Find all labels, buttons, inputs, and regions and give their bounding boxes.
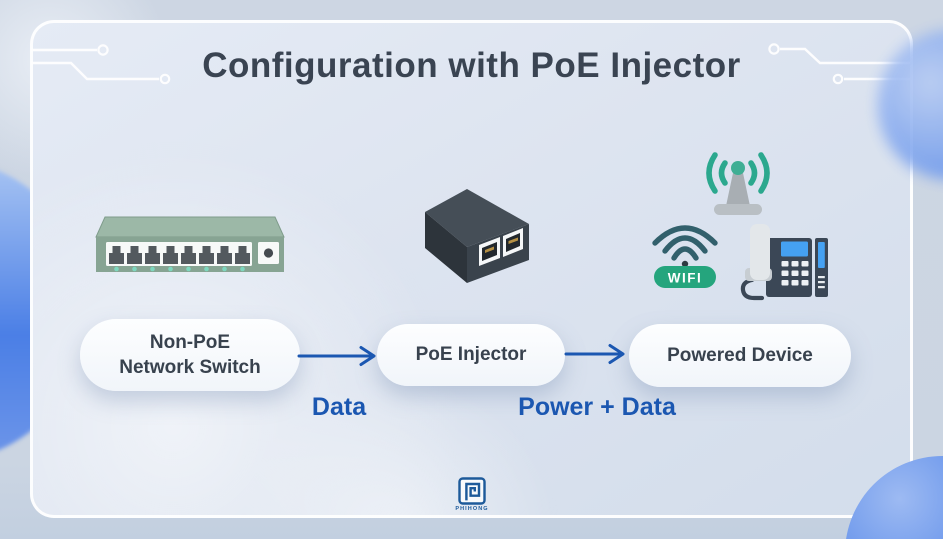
- poe-injector-illustration: [425, 189, 529, 283]
- node-label: PoE Injector: [415, 344, 527, 366]
- page-title: Configuration with PoE Injector: [202, 46, 741, 85]
- arrow-injector-to-device: [564, 344, 625, 364]
- node-label: Non-PoE Network Switch: [119, 331, 261, 378]
- antenna-icon: [706, 152, 770, 215]
- brand-logo-text: PHIHONG: [455, 506, 489, 512]
- node-powered-device: Powered Device: [629, 324, 851, 387]
- node-label: Powered Device: [667, 344, 813, 366]
- node-non-poe-switch: Non-PoE Network Switch: [80, 319, 300, 391]
- arrow-switch-to-injector: [297, 346, 376, 366]
- wifi-label: WIFI: [668, 271, 703, 286]
- ip-phone-icon: [740, 224, 828, 301]
- wifi-access-point-icon: WIFI: [652, 225, 718, 288]
- link-label-data: Data: [311, 393, 367, 421]
- link-label-power-data: Power + Data: [518, 393, 676, 421]
- node-poe-injector: PoE Injector: [377, 324, 565, 386]
- network-switch-illustration: [95, 216, 285, 272]
- brand-logo: PHIHONG: [447, 477, 497, 513]
- brand-logo-icon: [458, 477, 486, 505]
